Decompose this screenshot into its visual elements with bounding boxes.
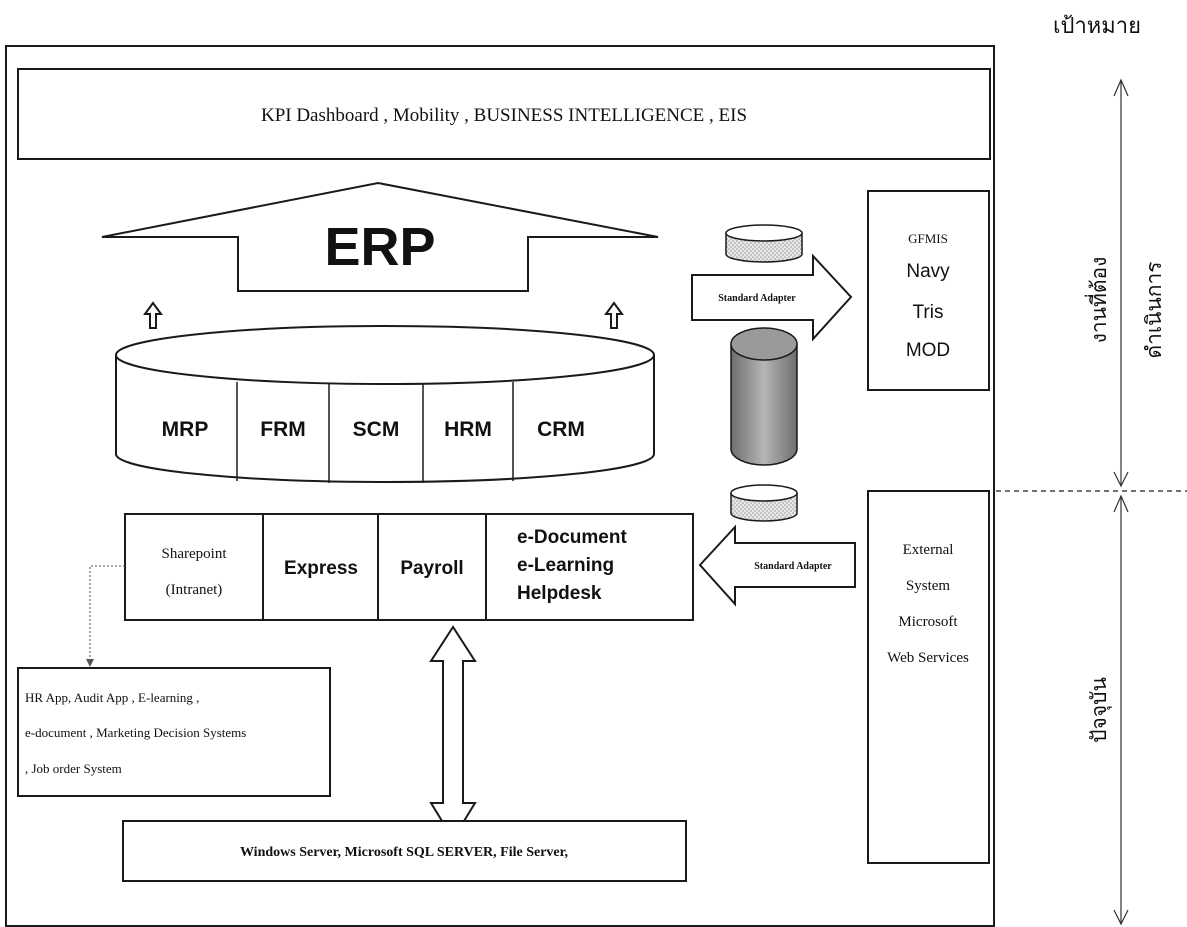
gov-system-mod: MOD [906,340,950,361]
kpi-bar-text: KPI Dashboard , Mobility , BUSINESS INTE… [261,105,747,126]
gov-systems-box: GFMIS Navy Tris MOD [867,190,990,391]
apps-box: HR App, Audit App , E-learning , e-docum… [17,667,331,797]
module-scm: SCM [353,418,400,441]
timeline-up-arrowhead-icon [1113,78,1129,97]
external-systems-box: External System Microsoft Web Services [867,490,990,864]
timeline-down-arrowhead-icon [1113,471,1129,488]
up-arrow-icon [604,301,624,329]
apps-line-3: , Job order System [25,761,122,776]
up-arrow-icon [143,301,163,329]
kpi-bar: KPI Dashboard , Mobility , BUSINESS INTE… [17,68,991,160]
erp-title: ERP [324,217,435,277]
connector-arrowhead-icon [86,659,94,667]
external-line-2: System [906,578,951,594]
present-label: ปัจจุบัน [1087,677,1112,743]
payroll-label: Payroll [400,558,463,579]
intranet-label: (Intranet) [166,582,223,598]
external-line-3: Microsoft [898,614,958,630]
sharepoint-label: Sharepoint [162,546,228,562]
sharepoint-connector [89,565,125,663]
elearning-label: e-Learning [517,555,614,576]
small-database-icon [730,484,798,522]
module-frm: FRM [260,418,306,441]
to-do-label-1: งานที่ต้อง [1084,257,1111,344]
current-systems: Sharepoint (Intranet) Express Payroll e-… [124,513,694,621]
external-line-1: External [903,542,954,558]
gov-system-tris: Tris [913,302,944,323]
small-database-icon [725,224,803,263]
apps-line-1: HR App, Audit App , E-learning , [25,690,199,705]
gov-system-gfmis: GFMIS [908,231,948,246]
infrastructure-box: Windows Server, Microsoft SQL SERVER, Fi… [122,820,687,882]
external-line-4: Web Services [887,650,969,666]
double-arrow-icon [429,625,477,841]
express-label: Express [284,558,358,579]
erp-arrow: ERP [101,181,659,292]
to-do-label-2: ดำเนินการ [1142,261,1166,358]
standard-adapter-arrow-lower: Standard Adapter [698,524,856,607]
apps-line-2: e-document , Marketing Decision Systems [25,725,246,740]
helpdesk-label: Helpdesk [517,583,602,604]
modules-database: MRP FRM SCM HRM CRM [115,325,655,483]
module-crm: CRM [537,418,585,441]
infrastructure-text: Windows Server, Microsoft SQL SERVER, Fi… [240,845,568,860]
timeline-down-arrowhead-icon [1113,909,1129,926]
outer-frame [5,45,995,927]
standard-adapter-arrow-upper: Standard Adapter [691,253,853,342]
module-hrm: HRM [444,418,492,441]
module-mrp: MRP [162,418,209,441]
adapter-lower-label: Standard Adapter [754,561,832,572]
timeline-up-arrowhead-icon [1113,494,1129,513]
gov-system-navy: Navy [906,261,950,282]
target-label: เป้าหมาย [1053,14,1141,39]
edocument-label: e-Document [517,527,627,548]
adapter-upper-label: Standard Adapter [718,293,796,304]
central-database-icon [730,327,798,466]
